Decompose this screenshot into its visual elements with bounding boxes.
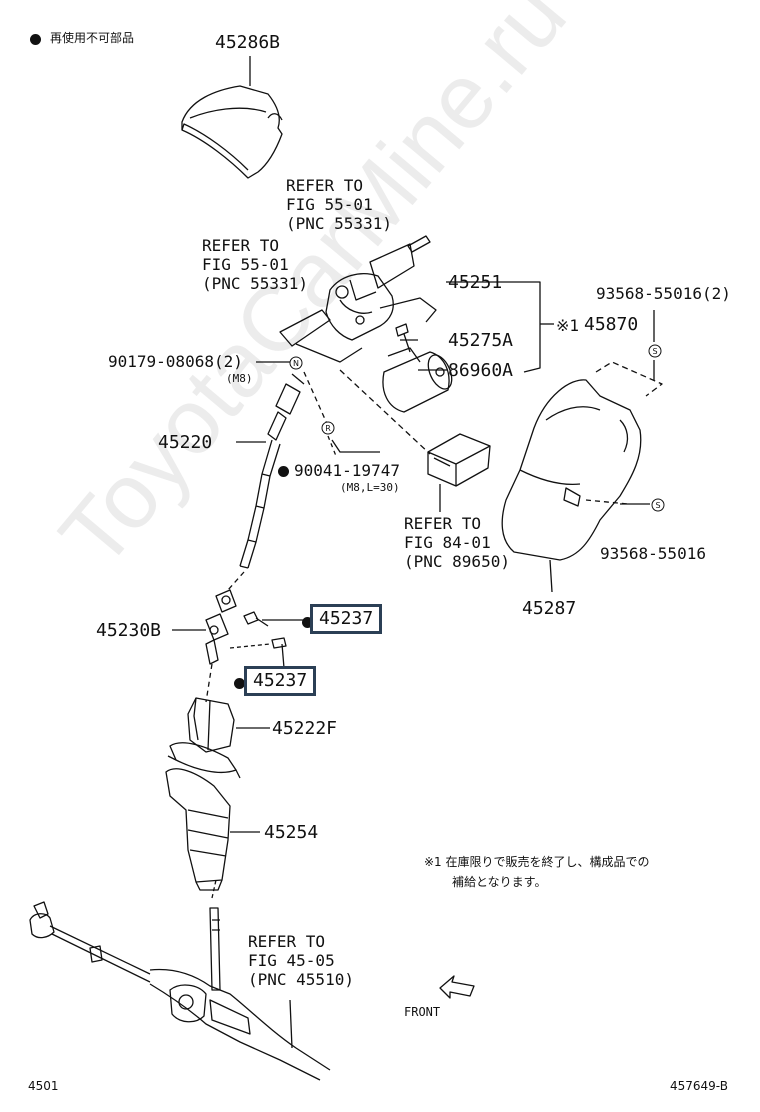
ref-line: REFER TO (286, 176, 364, 195)
legend-text: 再使用不可部品 (50, 31, 135, 45)
r-marker-icon (321, 421, 335, 435)
non-reusable-dot-icon (278, 466, 289, 477)
ref-line: REFER TO (404, 514, 482, 533)
assist-motor-86960A (382, 347, 453, 413)
front-label: FRONT (404, 1005, 441, 1019)
ref-line: FIG 84-01 (404, 533, 491, 552)
part-45254[interactable]: 45254 (264, 822, 319, 843)
ref-line: FIG 55-01 (202, 255, 289, 274)
steering-gear-rack (29, 901, 331, 1081)
part-45870[interactable]: 45870 (584, 314, 639, 335)
note-line: 補給となります。 (452, 875, 547, 889)
n-marker-icon (289, 356, 303, 370)
non-reusable-dot-icon (302, 617, 313, 628)
part-45237-highlight[interactable]: 45237 (244, 666, 317, 696)
s-marker-icon (651, 498, 665, 512)
note-line: ※1 在庫限りで販売を終了し、構成品での (424, 855, 650, 869)
ref-line[interactable]: (PNC 55331) (286, 214, 392, 233)
column-hole-cover-45222F (167, 697, 241, 779)
front-arrow-icon (439, 975, 475, 999)
part-90041[interactable]: 90041-19747 (294, 461, 400, 480)
n-marker-letter: N (293, 359, 299, 368)
part-93568-2[interactable]: 93568-55016(2) (596, 284, 731, 303)
part-93568[interactable]: 93568-55016 (600, 544, 706, 563)
lower-column-cover-45287 (501, 361, 663, 561)
ref-line: REFER TO (202, 236, 280, 255)
s-marker-icon (648, 344, 662, 358)
non-reusable-dot-icon (234, 678, 245, 689)
note-mark: ※1 (556, 316, 580, 335)
part-86960A[interactable]: 86960A (448, 360, 514, 381)
part-45251[interactable]: 45251 (448, 272, 503, 293)
part-90179-size: (M8) (226, 372, 253, 385)
r-marker-letter: R (325, 424, 331, 433)
ref-line[interactable]: (PNC 89650) (404, 552, 510, 571)
part-45222F[interactable]: 45222F (272, 718, 338, 739)
part-90179[interactable]: 90179-08068(2) (108, 352, 243, 371)
universal-joint-45230B (205, 589, 237, 665)
footer-right: 457649-B (670, 1079, 728, 1093)
upper-column-cover-45286B (181, 85, 283, 179)
steering-boot-45254 (165, 768, 231, 891)
non-reusable-dot-icon (30, 34, 41, 45)
intermediate-shaft-45220 (239, 383, 301, 569)
s-marker-letter: S (652, 347, 657, 356)
part-90041-size: (M8,L=30) (340, 481, 400, 494)
ref-line[interactable]: (PNC 45510) (248, 970, 354, 989)
part-45220[interactable]: 45220 (158, 432, 213, 453)
ref-line: FIG 45-05 (248, 951, 335, 970)
ecu-module (427, 433, 491, 487)
part-45275A[interactable]: 45275A (448, 330, 514, 351)
part-45237-highlight[interactable]: 45237 (310, 604, 383, 634)
part-45230B[interactable]: 45230B (96, 620, 162, 641)
ref-line[interactable]: (PNC 55331) (202, 274, 308, 293)
s-marker-letter: S (655, 501, 660, 510)
ref-line: REFER TO (248, 932, 326, 951)
steering-column-45251 (279, 235, 437, 363)
ref-line: FIG 55-01 (286, 195, 373, 214)
footer-left: 4501 (28, 1079, 59, 1093)
part-45286B[interactable]: 45286B (215, 32, 281, 53)
part-45287[interactable]: 45287 (522, 598, 577, 619)
